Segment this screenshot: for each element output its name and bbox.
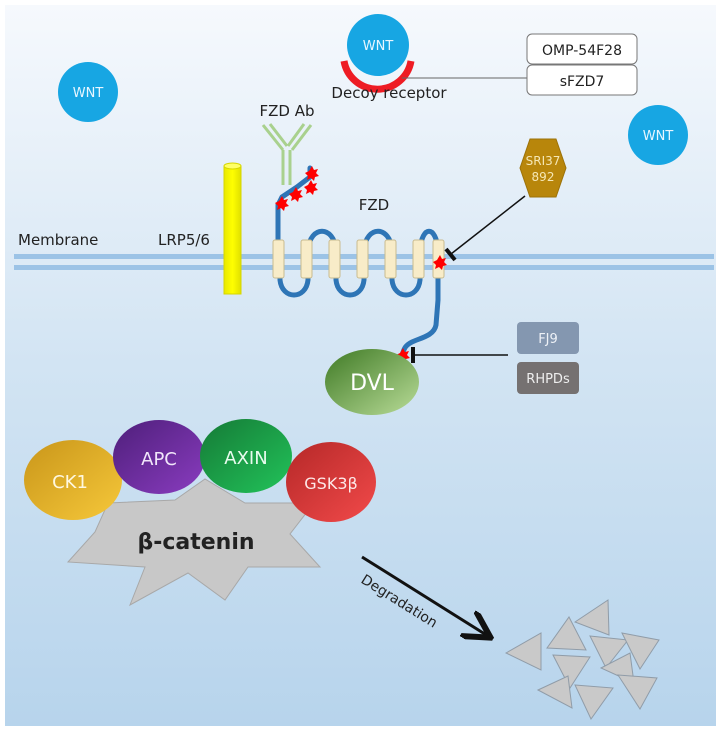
phospho-site (433, 255, 447, 270)
gsk3b-protein: GSK3β (286, 442, 376, 522)
beta-catenin-label: β-catenin (137, 530, 254, 555)
apc-label: APC (141, 449, 177, 470)
phospho-site (289, 187, 303, 202)
wnt-left-label: WNT (73, 86, 104, 101)
phospho-site (275, 196, 289, 211)
lrp5-6-receptor (223, 162, 242, 295)
ck1-label: CK1 (52, 472, 88, 493)
fragment (536, 675, 573, 709)
wnt-top-label: WNT (363, 39, 394, 54)
wnt-right-label: WNT (643, 129, 674, 144)
sri37892-inhibitor: SRI37 892 (519, 138, 567, 198)
decoy-drug-boxes: OMP-54F28 sFZD7 (526, 33, 638, 96)
destruction-complex: CK1 APC AXIN GSK3β (24, 419, 376, 522)
fragment (589, 635, 629, 669)
fragment (573, 599, 610, 636)
ck1-protein: CK1 (24, 440, 122, 520)
drug-omp54f28-label: OMP-54F28 (542, 43, 622, 59)
phospho-site (305, 166, 319, 181)
membrane-label: Membrane (18, 231, 98, 249)
dvl-inhibitors: FJ9 RHPDs (517, 322, 579, 394)
dvl-inhibition-line (411, 347, 508, 363)
sri37892-label-line2: 892 (532, 170, 555, 184)
drug-sfzd7-label: sFZD7 (560, 74, 605, 90)
fzd-antibody-icon (261, 123, 313, 185)
rhpds-box (517, 362, 579, 394)
apc-protein: APC (113, 420, 205, 494)
fragment (546, 616, 587, 651)
fragment (552, 654, 591, 689)
drug-box-sfzd7 (526, 64, 638, 96)
degradation-arrow (361, 555, 488, 636)
rhpds-label: RHPDs (526, 372, 570, 387)
sri-inhibition-line (444, 195, 526, 262)
fragment (621, 632, 660, 671)
decoy-receptor-complex: WNT (340, 14, 415, 93)
fragment (574, 684, 614, 720)
degraded-fragments (504, 599, 660, 720)
fj9-label: FJ9 (538, 332, 558, 347)
wnt-ligand-right: WNT (628, 105, 688, 165)
sri37892-label-line1: SRI37 (526, 154, 561, 168)
lrp-label: LRP5/6 (158, 231, 210, 249)
fj9-box (517, 322, 579, 354)
beta-catenin: β-catenin (66, 478, 322, 607)
phospho-site (304, 180, 318, 195)
fzd-antibody-label: FZD Ab (259, 102, 314, 120)
axin-label: AXIN (224, 448, 267, 469)
fragment (617, 674, 658, 710)
wnt-ligand-left: WNT (58, 62, 118, 122)
decoy-receptor-label: Decoy receptor (331, 84, 447, 102)
gsk3b-label: GSK3β (304, 474, 357, 493)
axin-protein: AXIN (200, 419, 292, 493)
drug-box-omp54f28 (526, 33, 638, 65)
fzd-label: FZD (359, 196, 389, 214)
wnt-ligand-top (347, 14, 409, 76)
dvl-label: DVL (350, 371, 395, 396)
dvl-protein: DVL (325, 349, 419, 415)
fragment (504, 632, 542, 671)
decoy-receptor-arc (340, 60, 415, 93)
